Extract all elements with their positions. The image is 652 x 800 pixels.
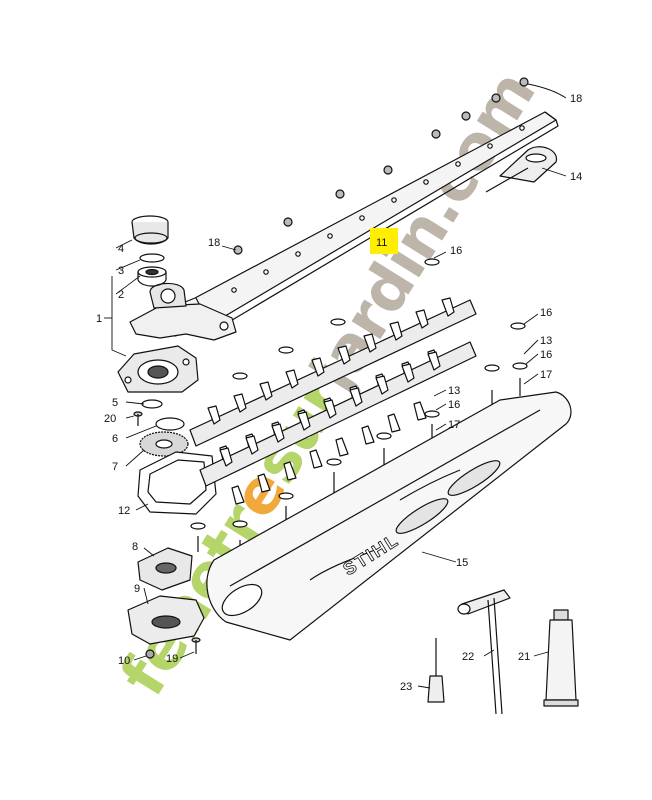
callout-labels: 18 14 11 18 16 4 3 2 1 16 13 16 17 13 16… bbox=[96, 93, 582, 693]
callout-14: 14 bbox=[570, 171, 582, 183]
callout-10: 10 bbox=[118, 655, 130, 667]
lower-housing bbox=[127, 595, 205, 645]
gear-housing-frame bbox=[129, 282, 237, 341]
callout-22: 22 bbox=[462, 651, 474, 663]
nut-10 bbox=[145, 649, 155, 659]
nuts-row bbox=[233, 77, 529, 255]
callout-16a: 16 bbox=[450, 245, 462, 257]
callout-16c: 16 bbox=[540, 349, 552, 361]
gear-housing bbox=[117, 345, 199, 393]
callout-19: 19 bbox=[166, 653, 178, 665]
cutter-blade-lower bbox=[199, 341, 477, 505]
callout-23: 23 bbox=[400, 681, 412, 693]
callout-12: 12 bbox=[118, 505, 130, 517]
callout-16d: 16 bbox=[448, 399, 460, 411]
callout-11: 11 bbox=[376, 237, 387, 249]
thrust-plate bbox=[155, 417, 185, 431]
blade-scabbard bbox=[206, 391, 572, 641]
blade-teeth-upper bbox=[207, 297, 455, 425]
callout-4: 4 bbox=[118, 243, 124, 255]
exploded-view: STIHL bbox=[104, 77, 579, 715]
gear-cover bbox=[137, 547, 193, 591]
callout-13a: 13 bbox=[540, 335, 552, 347]
thrust-washer bbox=[141, 399, 163, 409]
callout-16b: 16 bbox=[540, 307, 552, 319]
callout-18b: 18 bbox=[208, 237, 220, 249]
box-wrench bbox=[457, 589, 511, 715]
screw-20 bbox=[133, 411, 143, 426]
gear-wheel bbox=[139, 431, 189, 457]
ball-bearing bbox=[137, 266, 167, 287]
bearing-bush bbox=[131, 215, 169, 245]
callout-6: 6 bbox=[112, 433, 118, 445]
callout-3: 3 bbox=[118, 265, 124, 277]
callout-8: 8 bbox=[132, 541, 138, 553]
callout-7: 7 bbox=[112, 461, 118, 473]
blade-guide bbox=[485, 146, 558, 193]
callout-17a: 17 bbox=[540, 369, 552, 381]
callout-2: 2 bbox=[118, 289, 124, 301]
gasket bbox=[137, 451, 217, 515]
screwdriver bbox=[427, 638, 445, 703]
callout-9: 9 bbox=[134, 583, 140, 595]
screw-19 bbox=[191, 637, 201, 654]
callout-13b: 13 bbox=[448, 385, 460, 397]
grease-tube bbox=[543, 609, 579, 707]
callout-21: 21 bbox=[518, 651, 530, 663]
circlip bbox=[139, 253, 165, 263]
washers-row bbox=[190, 258, 528, 530]
callout-20: 20 bbox=[104, 413, 116, 425]
leader-lines bbox=[104, 83, 567, 689]
callout-15: 15 bbox=[456, 557, 468, 569]
callout-18a: 18 bbox=[570, 93, 582, 105]
highlight-box-11 bbox=[370, 228, 398, 254]
callout-17b: 17 bbox=[448, 419, 460, 431]
callout-1: 1 bbox=[96, 313, 102, 325]
callout-5: 5 bbox=[112, 397, 118, 409]
